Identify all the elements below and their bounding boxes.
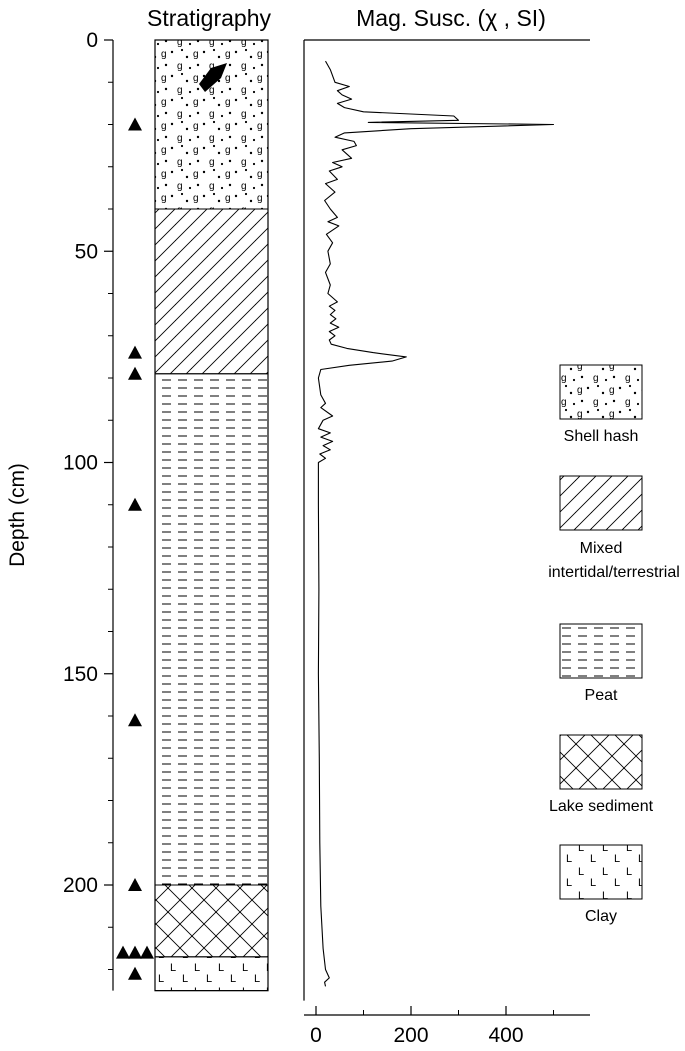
clast-symbol xyxy=(199,63,227,92)
legend-swatch xyxy=(559,475,643,531)
legend-item-clay: Clay xyxy=(559,844,643,925)
sample-triangle-marker xyxy=(128,366,142,380)
chi-tick-label: 200 xyxy=(393,1024,428,1047)
legend-label-line2: intertidal/terrestrial xyxy=(548,564,680,581)
depth-tick-label: 100 xyxy=(63,452,98,475)
legend-label: Clay xyxy=(585,908,617,925)
legend-swatch xyxy=(559,734,643,790)
sample-triangle-marker xyxy=(128,945,142,959)
depth-tick-label: 200 xyxy=(63,874,98,897)
susceptibility-curve xyxy=(317,60,555,987)
unit-lake xyxy=(154,884,269,958)
susceptibility-panel: 0 200 400 xyxy=(303,39,590,1047)
legend-label: Mixed xyxy=(580,540,623,557)
unit-mixed xyxy=(154,208,269,375)
sample-triangle-marker xyxy=(128,966,142,980)
sample-triangle-marker xyxy=(128,117,142,131)
stratigraphy-title: Stratigraphy xyxy=(147,5,272,31)
legend-label: Lake sediment xyxy=(549,798,654,815)
sample-triangle-marker xyxy=(128,345,142,359)
sample-triangle-marker xyxy=(128,878,142,891)
depth-tick-label: 50 xyxy=(75,240,98,263)
sample-markers xyxy=(116,117,154,980)
legend-item-peat: Peat xyxy=(559,623,643,704)
susceptibility-title: Mag. Susc. (χ , SI) xyxy=(356,5,546,31)
column-outline xyxy=(154,39,269,992)
legend-swatch xyxy=(559,364,643,420)
legend-label: Shell hash xyxy=(564,428,639,445)
depth-axis: 0 50 100 150 200 xyxy=(63,29,114,991)
sample-triangle-marker xyxy=(128,713,142,727)
sample-triangle-marker xyxy=(116,945,130,959)
legend-swatch xyxy=(559,844,643,900)
unit-shell xyxy=(154,39,269,210)
depth-axis-title: Depth (cm) xyxy=(6,463,29,567)
legend-item-lake: Lake sediment xyxy=(549,734,654,815)
depth-tick-label: 0 xyxy=(86,29,98,52)
legend-swatch xyxy=(559,623,643,679)
chi-tick-label: 0 xyxy=(310,1024,322,1047)
chi-tick-label: 400 xyxy=(488,1024,523,1047)
unit-clay xyxy=(154,956,269,992)
unit-peat xyxy=(154,373,269,886)
legend-label: Peat xyxy=(585,687,618,704)
stratigraphy-column xyxy=(154,39,269,992)
sample-triangle-marker xyxy=(128,497,142,511)
depth-tick-label: 150 xyxy=(63,663,98,686)
legend-item-mixed: Mixed intertidal/terrestrial xyxy=(548,475,680,581)
legend-item-shell: Shell hash xyxy=(559,364,643,445)
sample-triangle-marker xyxy=(140,945,154,959)
